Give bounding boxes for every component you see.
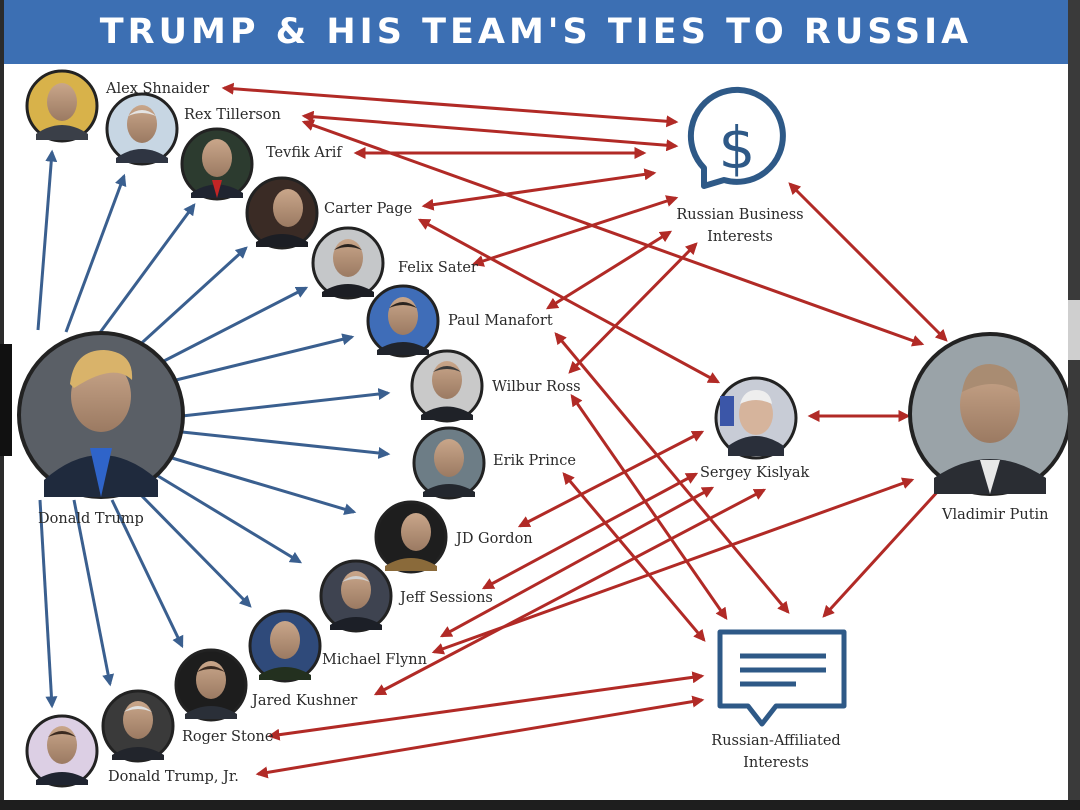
portrait-jd-gordon (374, 500, 448, 574)
label-felix-sater: Felix Sater (398, 260, 478, 276)
trump-connection-arrows (36, 149, 391, 709)
arrow-ross-affiliated (570, 394, 728, 620)
portrait-roger-stone (101, 689, 175, 763)
infographic-canvas: Trump & His Team's Ties to Russia (4, 0, 1068, 800)
left-edge-tab (0, 344, 12, 456)
portrait-wilbur-ross (410, 349, 484, 423)
affiliated-hub-label-line1: Russian-Affiliated (711, 733, 840, 749)
arrow-trump-to-flynn (134, 488, 252, 608)
arrow-shnaider-business (221, 82, 679, 128)
arrow-trump-to-tillerson (64, 173, 127, 333)
affiliated-hub-label-line2: Interests (743, 755, 809, 771)
right-scroll-handle[interactable] (1068, 300, 1080, 360)
arrow-page-business (421, 168, 657, 211)
portrait-tevfik-arif (180, 127, 254, 201)
network-diagram: $ Russian Business Interests Russian-Aff… (17, 69, 1068, 788)
portrait-carter-page (245, 176, 319, 250)
russia-connection-arrows (221, 82, 952, 779)
portrait-paul-manafort (366, 284, 440, 358)
arrow-trump-to-ross (181, 388, 391, 418)
portrait-vladimir-putin (908, 332, 1068, 496)
arrow-trumpjr-affiliated (255, 695, 705, 779)
portrait-sergey-kislyak (714, 376, 798, 460)
arrow-putin-business (788, 182, 948, 342)
label-roger-stone: Roger Stone (182, 729, 273, 745)
label-donald-trump: Donald Trump (38, 511, 144, 527)
arrow-trump-to-stone (72, 499, 115, 687)
person-labels: Alex Shnaider Rex Tillerson Tevfik Arif … (38, 81, 1049, 785)
arrow-trump-to-shnaider (36, 149, 58, 331)
arrow-trump-to-sater (161, 286, 309, 364)
label-jd-gordon: JD Gordon (454, 531, 533, 547)
arrow-ross-business (568, 242, 698, 374)
label-rex-tillerson: Rex Tillerson (184, 107, 281, 123)
portrait-michael-flynn (248, 609, 322, 683)
arrow-trump-to-sessions (157, 474, 303, 564)
arrow-trump-to-page (132, 246, 248, 352)
label-donald-trump-jr: Donald Trump, Jr. (108, 769, 239, 785)
label-jared-kushner: Jared Kushner (250, 693, 357, 709)
arrow-sater-business (471, 195, 679, 267)
label-paul-manafort: Paul Manafort (448, 313, 553, 329)
russian-affiliated-hub: Russian-Affiliated Interests (711, 629, 847, 771)
arrow-trump-to-arif (94, 203, 196, 339)
page-title: Trump & His Team's Ties to Russia (99, 12, 973, 52)
arrow-gordon-kislyak (517, 430, 705, 528)
svg-text:$: $ (719, 114, 756, 182)
label-carter-page: Carter Page (324, 201, 412, 217)
portrait-donald-trump (17, 331, 185, 499)
arrow-trump-to-kushner (110, 499, 184, 649)
title-banner: Trump & His Team's Ties to Russia (4, 0, 1068, 64)
portrait-alex-shnaider (25, 69, 99, 143)
portrait-jared-kushner (174, 648, 248, 722)
arrow-putin-affiliated (822, 476, 952, 618)
arrow-flynn-kislyak (439, 486, 715, 638)
document-speech-bubble-icon (717, 629, 847, 727)
label-jeff-sessions: Jeff Sessions (398, 590, 493, 606)
label-alex-shnaider: Alex Shnaider (105, 81, 209, 97)
portrait-jeff-sessions (319, 559, 393, 633)
arrow-trump-to-gordon (171, 456, 357, 516)
russian-business-hub: $ Russian Business Interests (676, 86, 804, 245)
arrow-trump-to-trumpjr (38, 499, 58, 709)
arrow-trump-to-prince (181, 430, 391, 459)
label-tevfik-arif: Tevfik Arif (266, 145, 343, 161)
portrait-erik-prince (412, 426, 486, 500)
portrait-rex-tillerson (105, 92, 179, 166)
business-hub-label-line2: Interests (707, 229, 773, 245)
label-erik-prince: Erik Prince (493, 453, 576, 469)
arrow-kushner-kislyak (373, 488, 767, 696)
label-vladimir-putin: Vladimir Putin (941, 507, 1049, 523)
label-wilbur-ross: Wilbur Ross (492, 379, 581, 395)
label-michael-flynn: Michael Flynn (322, 652, 427, 668)
bottom-window-edge (0, 800, 1080, 810)
label-sergey-kislyak: Sergey Kislyak (700, 465, 809, 481)
arrow-manafort-business (545, 230, 673, 310)
portrait-donald-trump-jr (25, 714, 99, 788)
business-hub-label-line1: Russian Business (676, 207, 803, 223)
right-window-edge (1068, 0, 1080, 810)
dollar-speech-bubble-icon: $ (687, 86, 786, 189)
portrait-felix-sater (311, 226, 385, 300)
arrow-trump-to-manafort (175, 333, 355, 382)
